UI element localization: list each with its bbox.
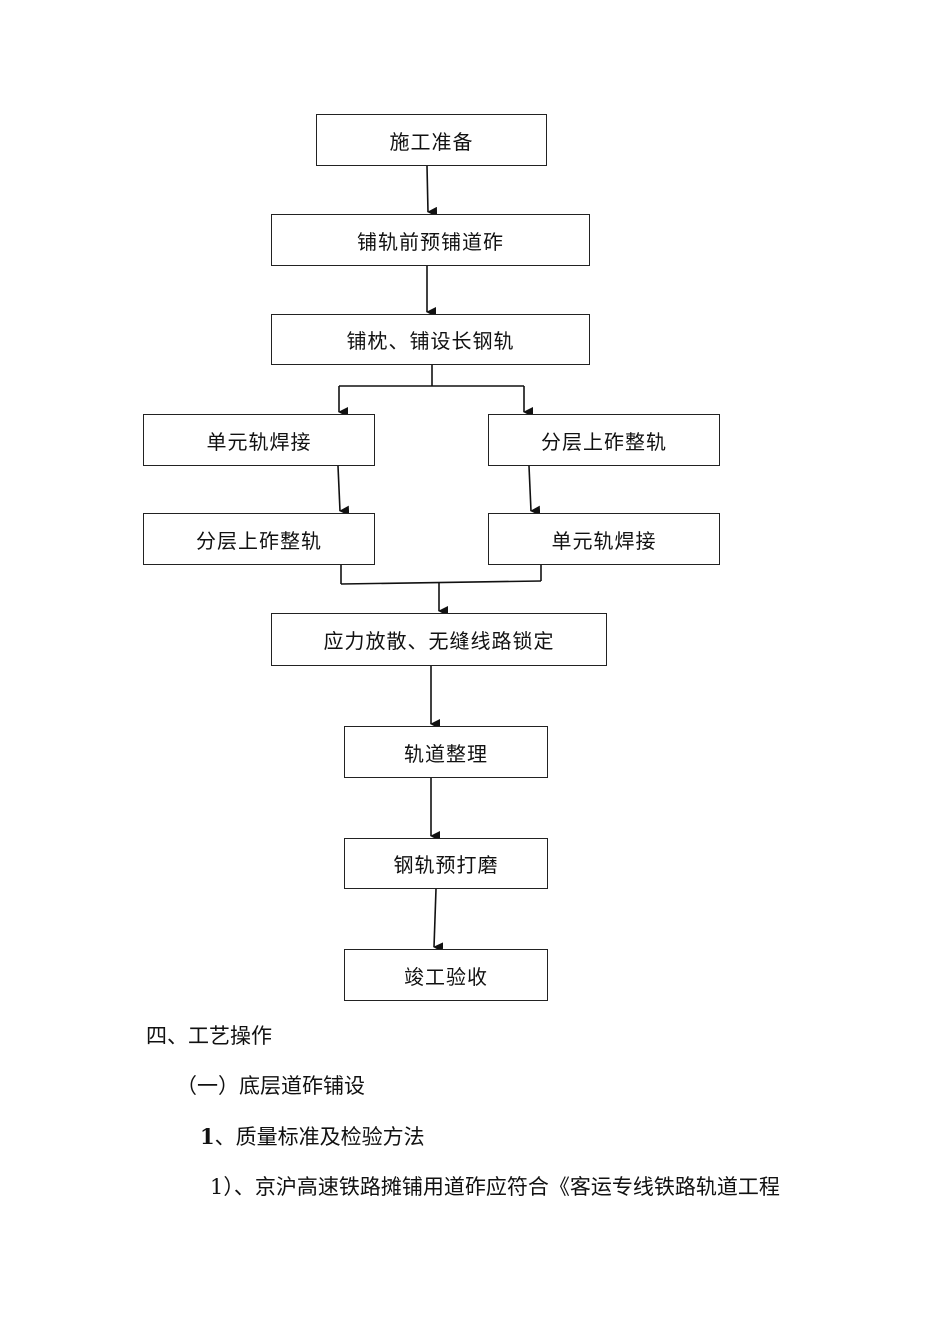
subsection-heading: （一）底层道砟铺设 [176,1074,365,1098]
step-right-unit-weld: 单元轨焊接 [488,513,720,565]
step-left-layered-ballast: 分层上砟整轨 [143,513,375,565]
merge-bar [340,580,542,585]
arrow-left-weld-to-left-ballast [337,465,350,516]
arrow-prep-to-preballast [426,165,438,217]
step-left-unit-weld: 单元轨焊接 [143,414,375,466]
paragraph: 1）、京沪高速铁路摊铺用道砟应符合《客运专线铁路轨道工程 [210,1171,780,1201]
item-title: 、质量标准及检验方法 [214,1125,425,1149]
step-track-finishing: 轨道整理 [344,726,548,778]
arrow-right-ballast-to-right-weld [528,465,541,516]
section-heading: 四、工艺操作 [146,1024,272,1048]
para-number: 1 [210,1175,224,1199]
step-pre-ballast: 铺轨前预铺道砟 [271,214,590,266]
flow-connectors [337,165,542,953]
step-completion-acceptance: 竣工验收 [344,949,548,1001]
arrow-grind-to-accept [433,888,444,953]
item-heading: 1、质量标准及检验方法 [200,1121,425,1151]
para-text: ）、京沪高速铁路摊铺用道砟应符合《客运专线铁路轨道工程 [223,1175,780,1199]
step-lay-sleepers-rail: 铺枕、铺设长钢轨 [271,314,590,365]
step-rail-pre-grinding: 钢轨预打磨 [344,838,548,889]
step-stress-release-lock: 应力放散、无缝线路锁定 [271,613,607,666]
flowchart: 施工准备 铺轨前预铺道砟 铺枕、铺设长钢轨 单元轨焊接 分层上砟整轨 分层上砟整… [143,114,720,1001]
step-right-layered-ballast: 分层上砟整轨 [488,414,720,466]
step-construction-prep: 施工准备 [316,114,547,166]
item-number: 1 [200,1124,215,1149]
